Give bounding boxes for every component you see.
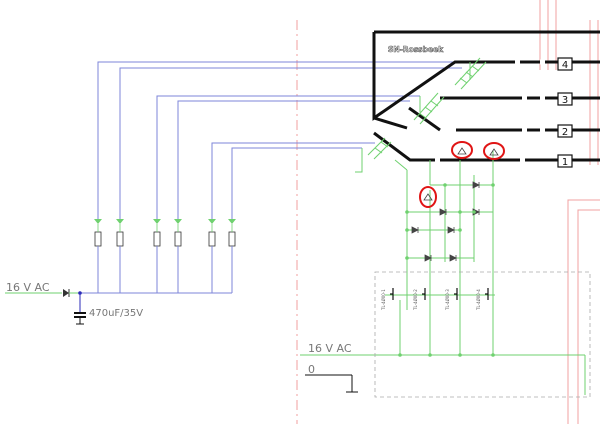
green-logic-wires: [300, 150, 586, 395]
led-column-2: [153, 219, 182, 247]
track-gaps: [435, 59, 545, 163]
station-title: SN-Rossbeek: [388, 45, 444, 54]
push-button-2: [422, 288, 426, 300]
junction-dots: [398, 183, 495, 357]
led-column-1: [94, 219, 124, 247]
turnout-drive-1: [454, 57, 487, 90]
push-button-3: [454, 288, 458, 300]
track-number-boxes: 4 3 2 1: [557, 57, 573, 168]
turnout-drive-3: [355, 137, 392, 173]
track-layout: [372, 30, 600, 162]
led-column-3: [208, 219, 236, 247]
button-label-1: TL-4Ø00-1: [381, 289, 386, 311]
push-button-1: [390, 288, 394, 300]
track-box-2: 2: [557, 124, 573, 138]
highlight-circles: [419, 141, 505, 208]
led-common-line: [80, 246, 233, 294]
diode-4: [411, 226, 419, 234]
ground-label: 0: [308, 363, 315, 376]
frame-lines: [539, 0, 600, 424]
triangle-symbols: [423, 147, 499, 201]
track-box-3: 3: [557, 92, 573, 106]
button-label-4: TL-4Ø00-4: [476, 289, 481, 311]
button-label-2: TL-4Ø00-2: [413, 289, 418, 311]
diode-3: [439, 208, 447, 216]
track-label-1: 1: [562, 157, 568, 168]
push-button-4: [485, 288, 489, 300]
turnout-drive-2: [413, 92, 445, 125]
capacitor-label: 470uF/35V: [89, 308, 143, 319]
diode-1: [472, 181, 480, 189]
turnout-drives: [355, 57, 487, 173]
diode-6: [424, 254, 432, 262]
track-box-1: 1: [557, 154, 573, 168]
track-label-2: 2: [562, 127, 568, 138]
ground-line: [305, 374, 358, 393]
push-button-area: TL-4Ø00-1 TL-4Ø00-2 TL-4Ø00-3 TL-4Ø00-4: [374, 271, 591, 398]
left-supply-label: 16 V AC: [6, 281, 50, 294]
button-label-3: TL-4Ø00-3: [445, 289, 450, 311]
diode-7: [449, 254, 457, 262]
blue-wires: [97, 61, 470, 220]
track-box-4: 4: [557, 57, 573, 71]
track-label-4: 4: [562, 60, 568, 71]
diode-5: [447, 226, 455, 234]
bottom-supply-label: 16 V AC: [308, 342, 352, 355]
led-resistor-bank: [94, 219, 236, 247]
track-label-3: 3: [562, 95, 568, 106]
diodes: [411, 181, 480, 262]
left-supply: [5, 289, 86, 325]
